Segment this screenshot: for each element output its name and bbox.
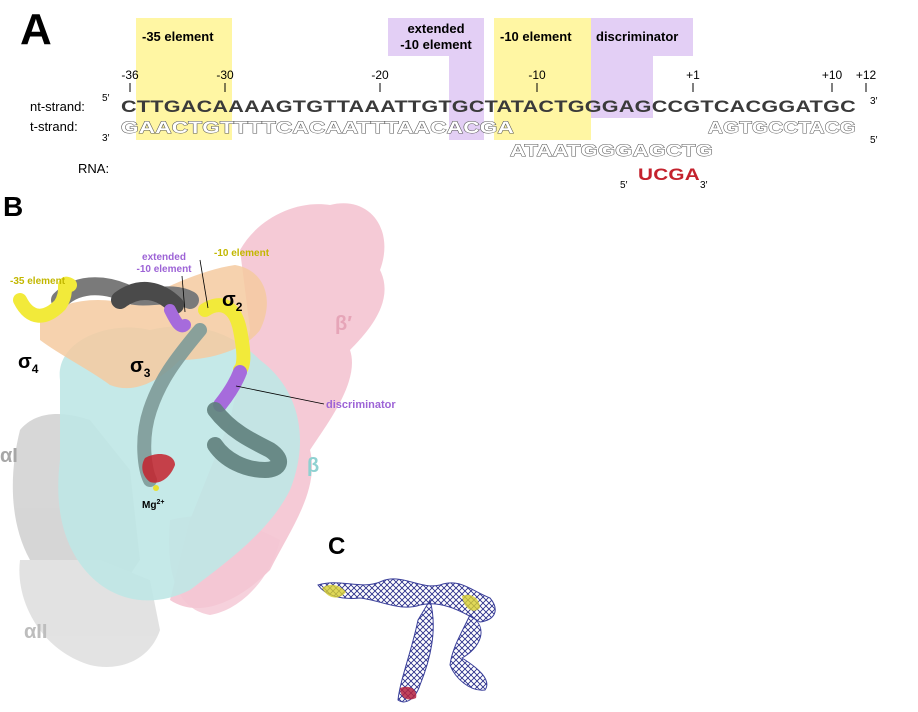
dna-minus35 [13,276,77,323]
t-strand-label: t-strand: [30,119,78,134]
minus35-highlight [136,18,232,140]
discriminator-highlight-top [591,18,693,56]
rna-label: RNA: [78,161,109,176]
discriminator-highlight [591,56,653,118]
position-minus10: -10 [528,68,546,82]
label-discriminator-structure: discriminator [326,399,396,411]
density-map-upper-strand [317,578,496,623]
extended-highlight [449,56,484,140]
label-alpha-one: αI [0,445,18,467]
beta-surface [58,326,300,601]
minus10-highlight [494,18,591,140]
density-map-yellow-minus10 [462,594,480,611]
rna-sequence: UCGA [638,165,700,184]
density-map-right-loop [449,614,488,691]
position-minus30: -30 [216,68,234,82]
rna-five-prime: 5′ [620,180,628,191]
sigma4-symbol: σ [18,351,32,373]
sigma4-subscript: 4 [32,362,39,376]
position-plus1: +1 [686,68,700,82]
discriminator-label: discriminator [596,29,678,44]
position-minus20: -20 [371,68,389,82]
mg-text: Mg [142,500,156,511]
rna-surface [142,454,175,483]
sigma3-symbol: σ [130,355,144,377]
mg-ion [153,485,159,491]
panel-b-label: B [3,191,23,222]
t-strand-sequence-downstream: AGTGCCTACG [708,118,856,137]
density-map-rna [400,686,417,700]
rna-three-prime: 3′ [700,180,708,191]
sigma2-symbol: σ [222,289,236,311]
extended-label-line2: -10 element [400,37,472,52]
position-minus36: -36 [121,68,139,82]
density-map-vertical-strand [397,598,434,703]
panel-a-label: A [20,5,52,54]
nt-five-prime: 5′ [102,93,110,104]
dna-downstream [207,402,287,479]
label-minus35-structure: -35 element [10,276,66,287]
label-alpha-two: αII [24,621,47,643]
label-sigma3: σ3 [130,355,151,380]
sigma-surface [40,265,267,389]
label-mg: Mg2+ [142,499,164,511]
position-plus12: +12 [856,68,877,82]
density-map-yellow-upstream [322,584,346,598]
label-beta: β [307,455,319,477]
label-minus10-structure: -10 element [214,248,270,259]
leader-discriminator [235,385,325,405]
sigma2-subscript: 2 [236,300,243,314]
extended-highlight-top [388,18,484,56]
minus10-label: -10 element [500,29,572,44]
t-strand-sequence-upstream: GAACTGTTTTCACAATTTAACACGA [121,118,514,137]
sigma3-subscript: 3 [144,366,151,380]
panel-c-label: C [328,533,345,560]
label-extended-structure-line1: extended [142,252,186,263]
nt-three-prime: 3′ [870,96,878,107]
label-sigma4: σ4 [18,351,39,376]
nt-strand-label: nt-strand: [30,99,85,114]
dna-extended-minus10 [164,304,191,333]
position-ticks [129,83,867,92]
dna-discriminator [213,365,247,412]
dna-dark-segment [111,281,184,314]
t-three-prime: 3′ [102,133,110,144]
dna-minus10 [198,298,251,377]
leader-minus10 [199,259,209,309]
density-map [317,578,496,703]
position-plus10: +10 [822,68,843,82]
position-ruler: -36 -30 -20 -10 +1 +10 +12 [121,68,876,82]
minus35-label: -35 element [142,29,214,44]
extended-label-line1: extended [407,21,464,36]
leader-extended [181,275,186,313]
label-sigma2: σ2 [222,289,243,314]
t-strand-sequence-bubble: ATAATGGGAGCTG [510,141,713,160]
label-beta-prime: β′ [335,313,352,335]
t-five-prime: 5′ [870,135,878,146]
nt-strand-sequence: CTTGACAAAAGTGTTAAATTGTGCTATACTGGGAGCCGTC… [121,97,856,116]
label-extended-structure-line2: -10 element [136,264,192,275]
mg-superscript: 2+ [156,499,164,506]
